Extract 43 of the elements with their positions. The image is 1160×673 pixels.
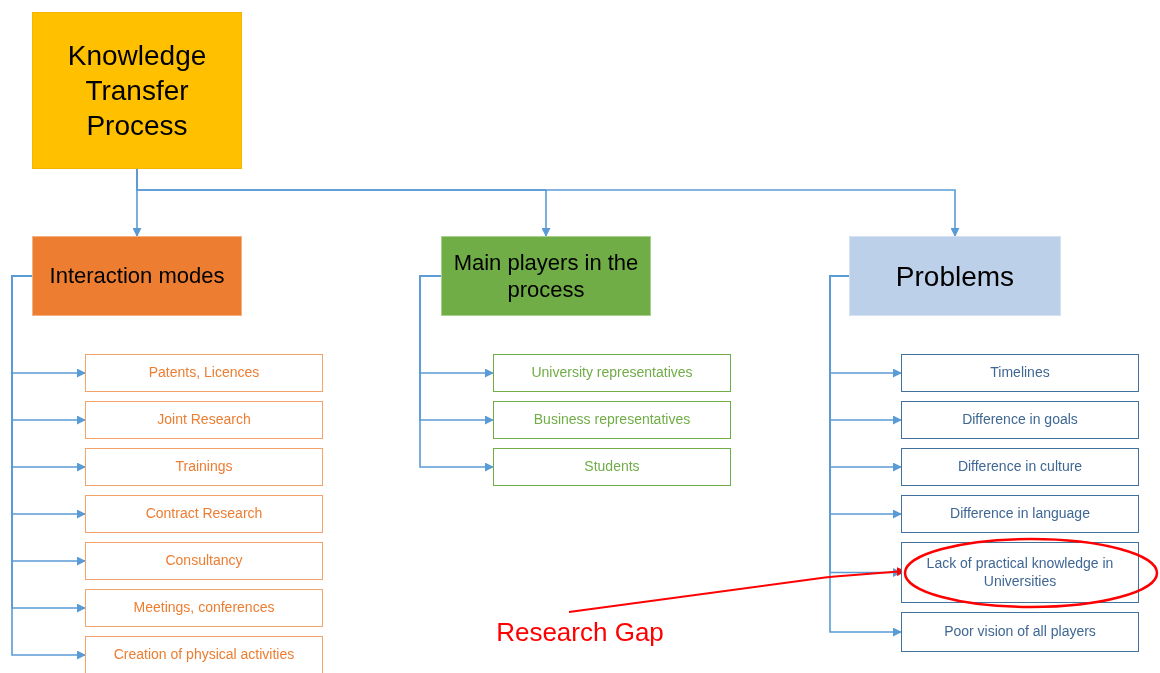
- category-box: [32, 236, 242, 316]
- title-text: Knowledge Transfer Process: [66, 39, 208, 143]
- item-box: [85, 495, 323, 533]
- category-box: [441, 236, 651, 316]
- item-label: Business representatives: [532, 411, 692, 429]
- item-label: Difference in goals: [961, 411, 1079, 429]
- item-box: [493, 448, 731, 486]
- item-label: Meetings, conferences: [132, 599, 276, 617]
- connector-arrow: [419, 275, 494, 472]
- item-label: Consultancy: [164, 552, 244, 570]
- category-label: Problems: [894, 259, 1016, 294]
- item-label: University representatives: [530, 364, 694, 382]
- item-label: Joint Research: [156, 411, 252, 429]
- item-label: Poor vision of all players: [943, 623, 1097, 641]
- item-box: [901, 448, 1139, 486]
- item-label: Contract Research: [144, 505, 264, 523]
- item-label: Patents, Licences: [147, 364, 261, 382]
- item-box: [85, 589, 323, 627]
- item-label: Timelines: [989, 364, 1051, 382]
- item-label: Difference in culture: [956, 458, 1084, 476]
- connector-arrow: [136, 168, 960, 237]
- item-label: Lack of practical knowledge in Universities: [925, 555, 1115, 590]
- item-box: [85, 636, 323, 673]
- item-label: Difference in language: [949, 505, 1091, 523]
- item-box: [85, 354, 323, 392]
- annotation-text: Research Gap: [495, 615, 665, 649]
- item-box: [493, 401, 731, 439]
- item-box: [85, 401, 323, 439]
- item-box: [85, 542, 323, 580]
- category-label: Interaction modes: [48, 262, 226, 290]
- item-label: Trainings: [174, 458, 234, 476]
- category-label: Main players in the process: [452, 248, 640, 304]
- item-box: [85, 448, 323, 486]
- item-label: Creation of physical activities: [112, 646, 296, 664]
- item-label: Students: [583, 458, 641, 476]
- connector-arrow: [829, 275, 902, 637]
- item-box: [901, 495, 1139, 533]
- item-box: [493, 354, 731, 392]
- item-box: [901, 612, 1139, 652]
- category-box: [849, 236, 1061, 316]
- item-box: [901, 401, 1139, 439]
- item-box: [901, 354, 1139, 392]
- title-box: [32, 12, 242, 169]
